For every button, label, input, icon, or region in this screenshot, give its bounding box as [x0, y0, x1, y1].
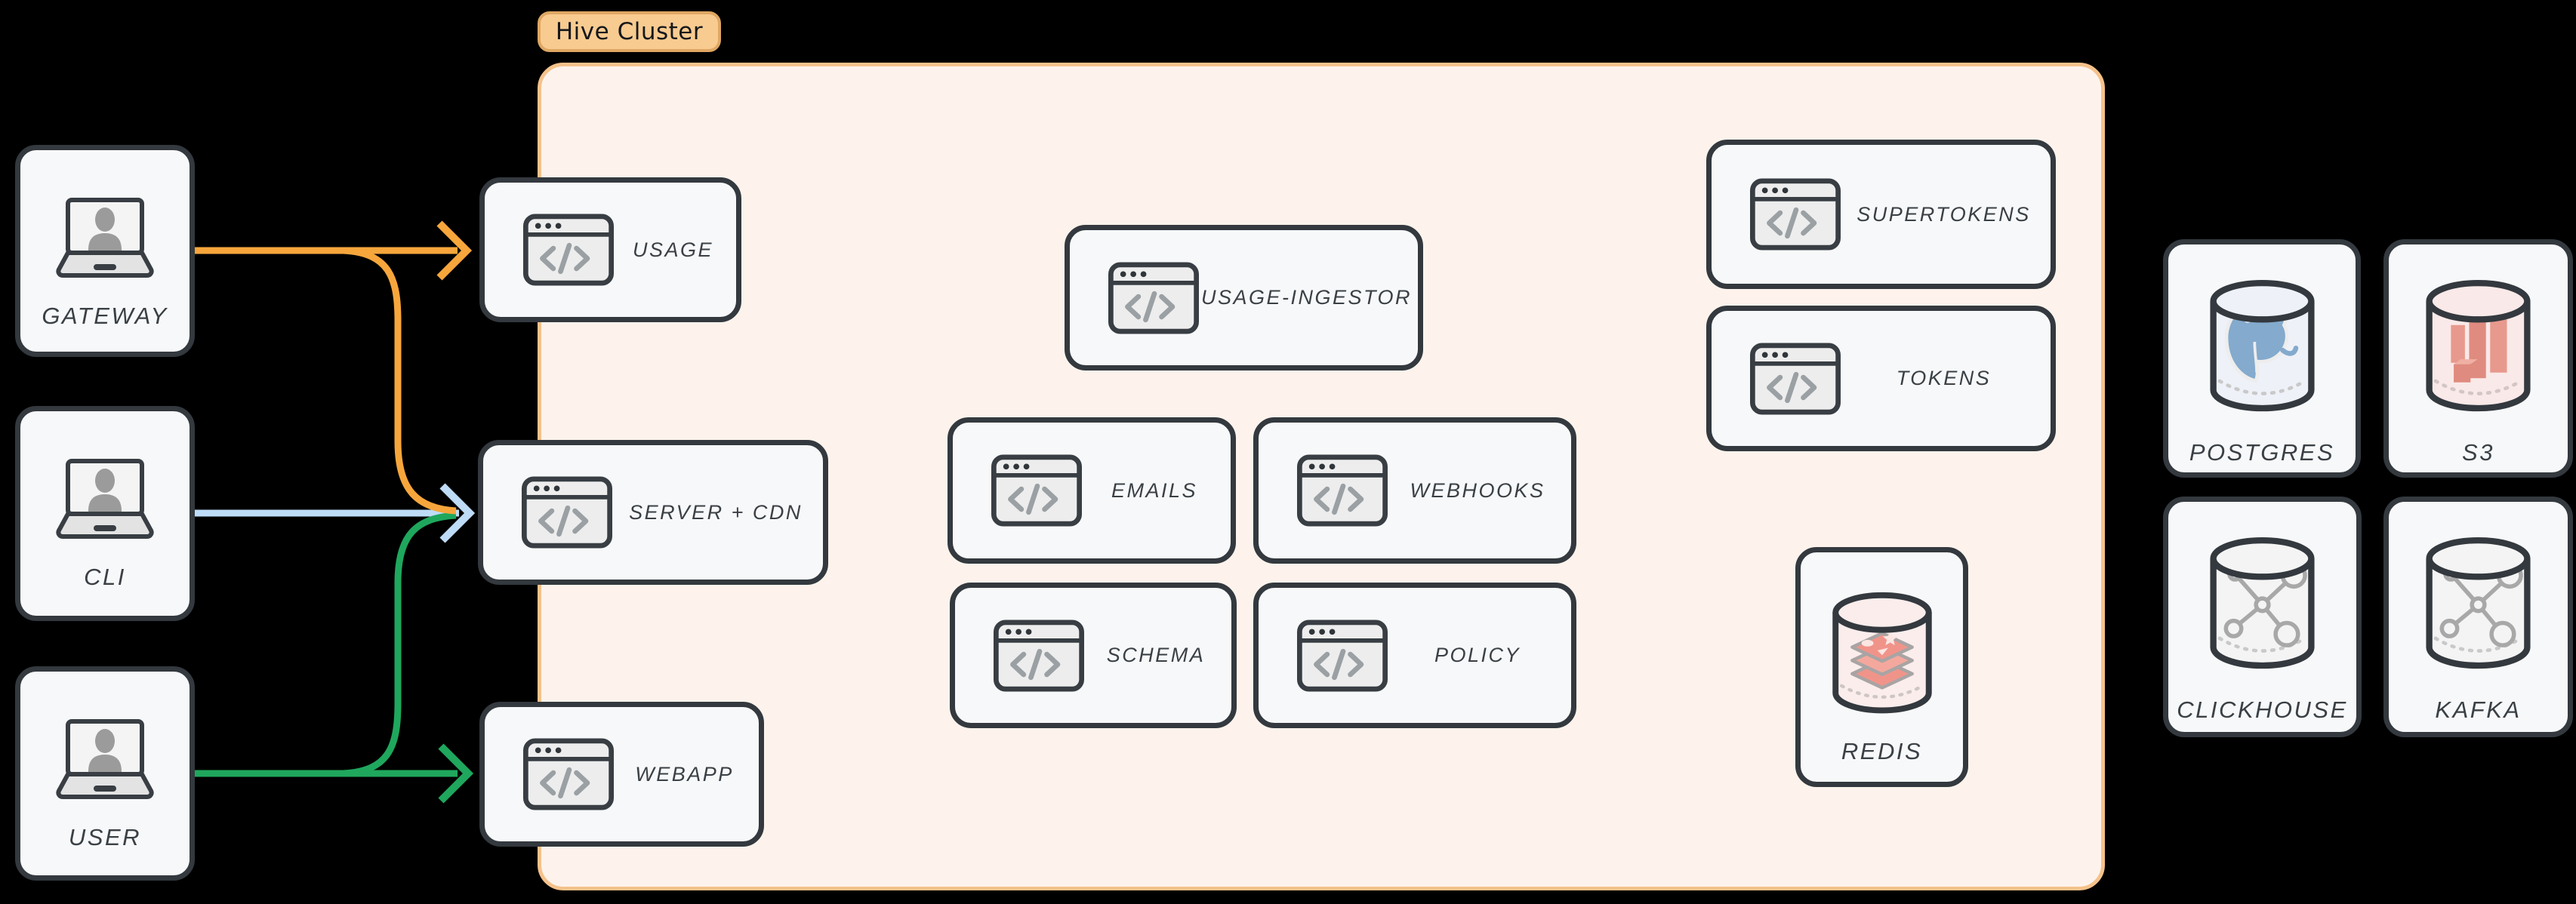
- code-window-icon: [1750, 178, 1841, 251]
- arrowhead-webapp-icon: [438, 743, 474, 804]
- node-policy-label: POLICY: [1434, 644, 1521, 666]
- code-window-icon: [994, 619, 1084, 692]
- node-webapp-label: WEBAPP: [635, 762, 734, 786]
- s3-bucket-icon: [2426, 279, 2531, 412]
- node-supertokens-label: SUPERTOKENS: [1857, 202, 2031, 226]
- postgres-database-icon: [2209, 279, 2315, 412]
- node-tokens-label: TOKENS: [1896, 367, 1992, 389]
- edge-user-branch-to-servercdn: [343, 512, 457, 777]
- node-server-cdn-label: SERVER + CDN: [629, 500, 803, 524]
- node-webhooks-label: WEBHOOKS: [1410, 478, 1545, 502]
- node-supertokens: SUPERTOKENS: [1706, 140, 2056, 289]
- code-window-icon: [522, 476, 612, 549]
- code-window-icon: [1297, 454, 1388, 527]
- code-window-icon: [523, 214, 614, 286]
- laptop-user-icon: [56, 719, 154, 799]
- node-usage: USAGE: [479, 177, 741, 322]
- clickhouse-database-icon: [2210, 537, 2315, 669]
- node-usage-ingestor-label: USAGE-INGESTOR: [1200, 286, 1413, 309]
- arrowhead-servercdn-icon: [439, 483, 476, 543]
- node-user: USER: [15, 666, 195, 881]
- node-postgres-label: POSTGRES: [2189, 439, 2335, 466]
- edge-cli-flow: [190, 483, 476, 543]
- edge-user-flow: [193, 512, 474, 804]
- node-redis-label: REDIS: [1841, 738, 1923, 764]
- node-kafka-label: KAFKA: [2435, 696, 2522, 723]
- node-emails: EMAILS: [948, 417, 1236, 564]
- hive-cluster-frame-label: Hive Cluster: [538, 11, 721, 52]
- node-usage-ingestor: USAGE-INGESTOR: [1065, 225, 1423, 371]
- node-gateway: GATEWAY: [15, 145, 195, 357]
- node-redis: REDIS: [1795, 547, 1968, 787]
- node-clickhouse-label: CLICKHOUSE: [2177, 696, 2348, 723]
- edge-gateway-branch-to-servercdn: [343, 247, 457, 515]
- laptop-user-icon: [56, 198, 154, 278]
- node-policy: POLICY: [1253, 583, 1576, 728]
- node-clickhouse: CLICKHOUSE: [2163, 497, 2362, 737]
- node-emails-label: EMAILS: [1111, 478, 1198, 502]
- node-cli-label: CLI: [84, 564, 126, 590]
- edge-gateway-flow: [195, 220, 473, 515]
- node-webhooks: WEBHOOKS: [1253, 417, 1576, 564]
- code-window-icon: [1750, 342, 1841, 415]
- code-window-icon: [991, 454, 1082, 527]
- kafka-topic-icon: [2426, 537, 2531, 669]
- node-cli: CLI: [15, 406, 195, 621]
- node-tokens: TOKENS: [1706, 306, 2056, 451]
- code-window-icon: [1297, 619, 1388, 692]
- laptop-user-icon: [56, 459, 154, 539]
- node-schema-label: SCHEMA: [1106, 644, 1206, 666]
- node-user-label: USER: [68, 824, 142, 850]
- node-schema: SCHEMA: [950, 583, 1237, 728]
- node-gateway-label: GATEWAY: [42, 303, 168, 329]
- node-server-cdn: SERVER + CDN: [478, 440, 828, 585]
- node-webapp: WEBAPP: [479, 702, 764, 847]
- node-postgres: POSTGRES: [2163, 239, 2361, 478]
- node-s3: S3: [2383, 239, 2573, 478]
- node-usage-label: USAGE: [632, 238, 714, 261]
- redis-database-icon: [1832, 592, 1932, 714]
- node-s3-label: S3: [2462, 439, 2494, 466]
- node-kafka: KAFKA: [2383, 497, 2573, 737]
- code-window-icon: [523, 738, 614, 810]
- arrowhead-usage-icon: [436, 220, 473, 281]
- code-window-icon: [1108, 261, 1199, 334]
